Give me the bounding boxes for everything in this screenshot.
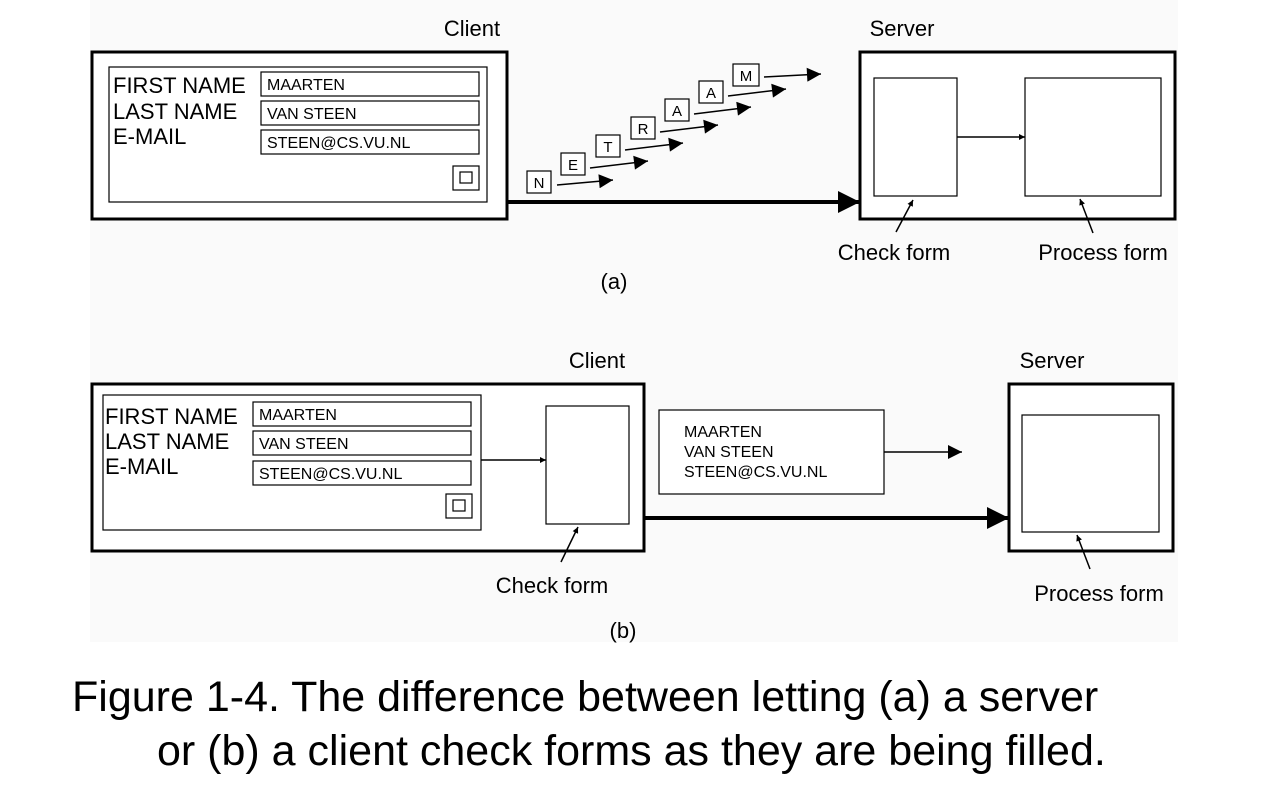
figure-caption-line-1: Figure 1-4. The difference between letti… [72,673,1099,721]
process-form-box-b [1021,414,1160,533]
check-form-label-b: Check form [496,573,608,598]
letter-t: T [603,139,612,156]
first-name-field-b [252,401,472,427]
email-label-b: E-MAIL [105,454,178,479]
letter-e: E [568,157,578,174]
last-name-value-a: VAN STEEN [267,106,357,123]
letter-a: A [706,85,716,102]
first-name-label-b: FIRST NAME [105,404,238,429]
letter-arrow [589,155,649,170]
email-field-b [252,460,472,486]
email-label-a: E-MAIL [113,124,186,149]
email-value-b: STEEN@CS.VU.NL [259,466,402,483]
submit-button-icon-a [459,171,473,184]
submit-button-b [445,493,473,519]
message-line-3: STEEN@CS.VU.NL [684,464,827,481]
letter-arrow [556,174,614,189]
email-value-a: STEEN@CS.VU.NL [267,135,410,152]
letter-arrow [659,119,719,134]
check-form-label-a: Check form [838,240,950,265]
letter-arrow [624,137,684,152]
web-form-b [102,394,482,531]
process-form-label-b: Process form [1034,581,1164,606]
letter-box [595,134,621,158]
letter-box [732,63,760,87]
last-name-field-b [252,430,472,456]
last-name-label-a: LAST NAME [113,99,237,124]
letter-arrow [693,101,752,116]
letter-box [526,170,552,194]
server-label-b: Server [1020,348,1085,373]
letter-box [664,98,690,122]
letter-stream: N E T R A A M [526,63,822,194]
last-name-label-b: LAST NAME [105,429,229,454]
client-label-b: Client [569,348,625,373]
check-form-box-a [873,77,958,197]
web-form-a [108,66,488,203]
email-field-a [260,129,480,155]
letter-box [630,116,656,140]
letter-arrow [763,67,822,82]
last-name-value-b: VAN STEEN [259,436,349,453]
process-form-pointer-b [1076,534,1091,570]
process-form-pointer-a [1079,198,1094,234]
client-label-a: Client [444,16,500,41]
letter-n: N [534,175,545,192]
check-form-pointer-a [895,199,914,233]
letter-arrow [727,83,787,98]
server-label-a: Server [870,16,935,41]
submit-button-icon-b [452,499,466,512]
figure-diagram: Client Server FIRST NAME LAST NAME E-MAI… [90,16,1177,643]
message-line-1: MAARTEN [684,424,762,441]
panel-b: Client Server FIRST NAME LAST NAME E-MAI… [90,348,1175,643]
first-name-value-a: MAARTEN [267,77,345,94]
first-name-label-a: FIRST NAME [113,73,246,98]
check-form-box-b [545,405,630,525]
first-name-field-a [260,71,480,97]
last-name-field-a [260,100,480,126]
panel-a-caption: (a) [601,269,628,294]
first-name-value-b: MAARTEN [259,407,337,424]
process-form-label-a: Process form [1038,240,1168,265]
letter-m: M [740,68,753,85]
check-form-pointer-b [560,526,579,563]
letter-a: A [672,103,682,120]
letter-box [698,80,724,104]
letter-r: R [638,121,649,138]
message-box [658,409,885,495]
message-line-2: VAN STEEN [684,444,774,461]
letter-box [560,152,586,176]
panel-a: Client Server FIRST NAME LAST NAME E-MAI… [90,16,1177,294]
panel-b-caption: (b) [610,618,637,643]
figure-caption-line-2: or (b) a client check forms as they are … [157,727,1106,775]
submit-button-a [452,165,480,191]
process-form-box-a [1024,77,1162,197]
